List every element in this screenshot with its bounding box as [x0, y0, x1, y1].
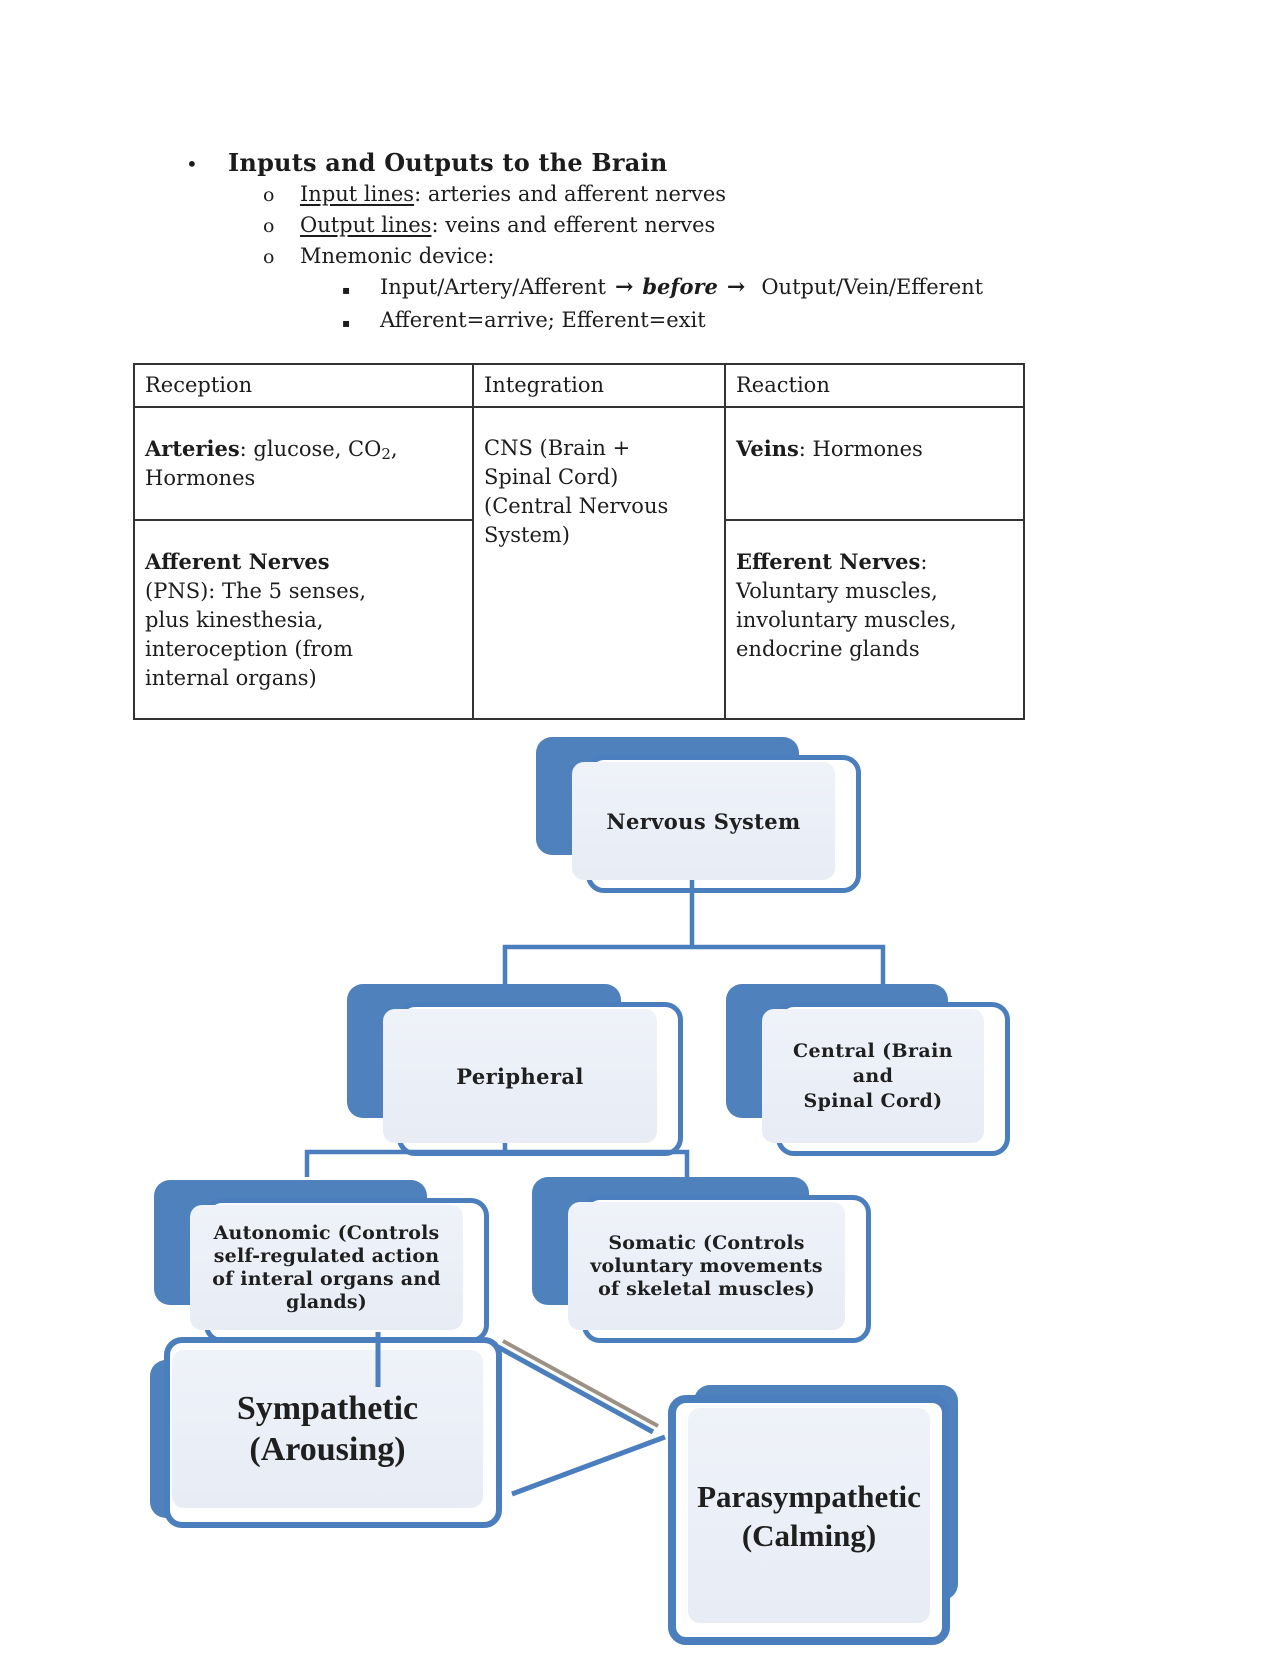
list-item-text: Mnemonic device: — [300, 244, 495, 268]
node-label: Central (Brain and Spinal Cord) — [793, 1039, 953, 1112]
list-item: ▪ Input/Artery/Afferent → before → Output/Ve… — [0, 272, 1280, 305]
right-arrow-icon: → — [726, 274, 746, 300]
node-label: Somatic (Controls voluntary movements of… — [590, 1231, 823, 1300]
list-item-text: Input lines: arteries and afferent nerve… — [300, 179, 726, 209]
column-header: Integration — [472, 363, 726, 408]
node-label: Autonomic (Controls self-regulated actio… — [212, 1221, 441, 1313]
node-nervous-system: Nervous System — [536, 737, 861, 893]
reception-integration-reaction-table: Reception Integration Reaction Arteries:… — [133, 363, 1025, 720]
mnemonic-line2: Afferent=arrive; Efferent=exit — [380, 308, 706, 332]
list-item: o Output lines: veins and efferent nerve… — [0, 210, 1280, 241]
node-label: Nervous System — [606, 808, 801, 834]
list-item: • Inputs and Outputs to the Brain — [0, 148, 1280, 179]
node-face: Parasympathetic (Calming) — [688, 1408, 930, 1623]
node-sympathetic: Sympathetic (Arousing) — [150, 1337, 502, 1528]
list-item: ▪ Afferent=arrive; Efferent=exit — [0, 305, 1280, 338]
right-arrow-icon: → — [614, 274, 634, 300]
cell-bold-term: Veins — [736, 436, 799, 461]
cell-text: : Hormones — [798, 437, 923, 461]
node-label: Parasympathetic (Calming) — [697, 1478, 921, 1553]
subscript: 2 — [381, 445, 391, 463]
mnemonic-line: Input/Artery/Afferent → before → Output/Vein… — [380, 272, 983, 302]
column-header: Reception — [133, 363, 474, 408]
list-item: o Input lines: arteries and afferent ner… — [0, 179, 1280, 210]
cell-bold-term: Afferent Nerves — [145, 549, 330, 574]
list-item-rest: : arteries and afferent nerves — [414, 182, 727, 206]
connector-diagonal-gray — [502, 1339, 659, 1428]
list-item-text: Output lines: veins and efferent nerves — [300, 210, 715, 240]
cell-bold-term: Efferent Nerves — [736, 549, 921, 574]
table-header-row: Reception Integration Reaction — [133, 363, 1025, 408]
connector-nervous-to-level2 — [502, 880, 886, 985]
circle-bullet-icon: o — [263, 184, 275, 206]
node-face: Sympathetic (Arousing) — [172, 1350, 483, 1508]
mnemonic-part: Input/Artery/Afferent — [380, 275, 606, 299]
connector-autonomic-to-parasympathetic — [496, 1344, 655, 1435]
list-item: o Mnemonic device: — [0, 241, 1280, 272]
underlined-term: Input lines — [300, 182, 415, 206]
node-face: Central (Brain and Spinal Cord) — [762, 1009, 984, 1143]
node-somatic: Somatic (Controls voluntary movements of… — [532, 1177, 871, 1343]
node-face: Somatic (Controls voluntary movements of… — [568, 1202, 845, 1330]
afferent-nerves-cell: Afferent Nerves (PNS): The 5 senses, plu… — [133, 519, 474, 720]
bullet-icon: • — [186, 152, 198, 176]
table-row: Arteries: glucose, CO2, Hormones CNS (Br… — [133, 406, 1025, 720]
node-face: Autonomic (Controls self-regulated actio… — [190, 1205, 463, 1330]
veins-cell: Veins: Hormones — [724, 406, 1025, 521]
square-bullet-icon: ▪ — [342, 283, 351, 297]
table-row: Afferent Nerves (PNS): The 5 senses, plu… — [133, 519, 1025, 720]
mnemonic-before: before — [642, 274, 718, 299]
underlined-term: Output lines — [300, 213, 432, 237]
node-label: Peripheral — [456, 1063, 584, 1089]
node-face: Peripheral — [383, 1009, 657, 1143]
cell-text: : — [920, 550, 928, 574]
cns-cell: CNS (Brain + Spinal Cord) (Central Nervo… — [472, 406, 726, 720]
column-header: Reaction — [724, 363, 1025, 408]
efferent-nerves-cell: Efferent Nerves: Voluntary muscles, invo… — [724, 519, 1025, 720]
square-bullet-icon: ▪ — [342, 316, 351, 330]
node-parasympathetic: Parasympathetic (Calming) — [668, 1385, 958, 1645]
bullet-list: • Inputs and Outputs to the Brain o Inpu… — [0, 148, 1280, 338]
node-autonomic: Autonomic (Controls self-regulated actio… — [154, 1180, 489, 1343]
list-item-rest: : veins and efferent nerves — [431, 213, 716, 237]
node-peripheral: Peripheral — [347, 984, 683, 1156]
cell-text: , Hormones — [145, 437, 398, 490]
node-face: Nervous System — [572, 762, 835, 880]
page-title: Inputs and Outputs to the Brain — [228, 148, 668, 177]
node-central: Central (Brain and Spinal Cord) — [726, 984, 1010, 1156]
cell-text: : glucose, CO — [239, 437, 382, 461]
cell-text: (PNS): The 5 senses, plus kinesthesia, i… — [145, 579, 367, 690]
cell-text: Voluntary muscles, involuntary muscles, … — [736, 579, 957, 661]
circle-bullet-icon: o — [263, 215, 275, 237]
cell-bold-term: Arteries — [145, 436, 240, 461]
arteries-cell: Arteries: glucose, CO2, Hormones — [133, 406, 474, 521]
connector-sympathetic-to-parasympathetic — [511, 1434, 666, 1497]
node-label: Sympathetic (Arousing) — [236, 1390, 419, 1468]
circle-bullet-icon: o — [263, 246, 275, 268]
mnemonic-part: Output/Vein/Efferent — [761, 275, 984, 299]
